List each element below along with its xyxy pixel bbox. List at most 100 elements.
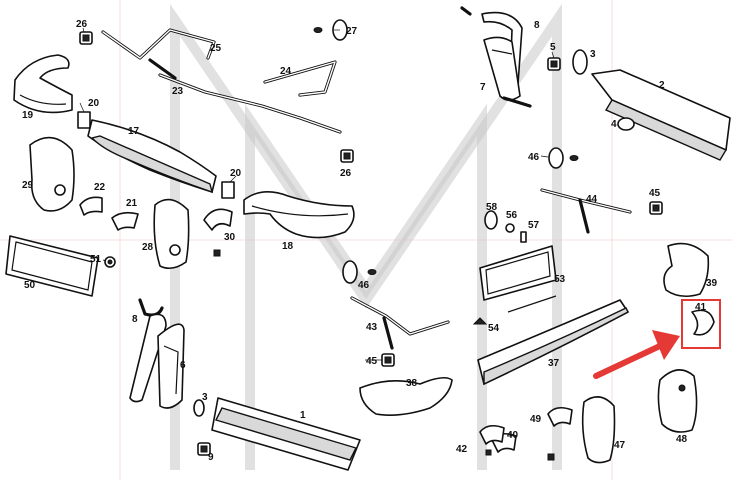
label-50: 50 [24,280,36,291]
part-37-bumper [477,299,629,386]
part-29-guard [29,136,75,212]
label-1: 1 [300,410,306,421]
label-48: 48 [676,434,688,445]
label-45b: 45 [649,188,661,199]
part-labels: 1 2 3 3 4 5 6 7 8 8 9 17 18 19 20 20 21 … [22,19,718,463]
part-23-bracket [148,58,342,134]
part-27-grommet [313,19,348,41]
part-24-bracket [263,60,337,97]
label-39: 39 [706,278,718,289]
part-54-rod [472,295,557,325]
label-49: 49 [530,414,542,425]
label-40: 40 [507,430,519,441]
part-9-clip [197,442,211,456]
part-7-bracket [483,36,532,108]
part-45-clip-b [649,201,663,215]
part-22-rubber [79,196,103,216]
label-56: 56 [506,210,518,221]
part-17-bumper [87,119,217,194]
label-51: 51 [90,254,102,265]
part-5-nut [547,57,561,71]
label-19: 19 [22,110,34,121]
part-21-rubber [111,211,139,231]
part-18-overrider [243,191,355,239]
highlight-annotation [593,299,721,379]
label-7: 7 [480,82,486,93]
part-58-grommet [484,210,498,230]
label-21: 21 [126,198,138,209]
part-25-strap [101,28,216,60]
label-45a: 45 [366,356,378,367]
label-28: 28 [142,242,154,253]
part-3-ring [572,49,588,75]
label-44: 44 [586,194,598,205]
label-27: 27 [346,26,358,37]
part-45-clip [381,353,395,367]
part-57-bolt [520,231,527,243]
part-41-clamp[interactable] [691,309,715,336]
part-2-bumper [591,69,731,161]
label-46a: 46 [358,280,370,291]
label-2: 2 [659,80,665,91]
label-30: 30 [224,232,236,243]
leader-lines [79,27,555,361]
label-6: 6 [180,360,186,371]
arrow-icon [593,330,680,379]
part-20-bracket [77,111,91,129]
part-38-overrider [359,376,453,416]
part-26-clip [79,31,93,45]
part-26-clip-b [340,149,354,163]
part-4-grommet [617,117,635,131]
label-9: 9 [208,452,214,463]
label-4: 4 [611,119,617,130]
part-28-guard [153,198,190,270]
part-51-washer [104,256,116,268]
label-57: 57 [528,220,540,231]
label-25: 25 [210,43,222,54]
part-46-grommet-b [548,147,579,169]
label-3b: 3 [590,49,596,60]
label-24: 24 [280,66,292,77]
part-46-grommet [342,260,377,284]
label-17: 17 [128,126,140,137]
part-56-washer [505,223,515,233]
label-3a: 3 [202,392,208,403]
label-26b: 26 [340,168,352,179]
part-6-bracket [157,323,185,409]
label-29: 29 [22,180,34,191]
label-43: 43 [366,322,378,333]
label-53: 53 [554,274,566,285]
label-5: 5 [550,42,556,53]
label-23: 23 [172,86,184,97]
part-53-plate [479,245,557,301]
part-42-clamp [479,424,505,456]
highlight-box [681,299,721,349]
part-30-clamp [203,208,233,257]
part-47-guard [581,396,616,464]
label-26a: 26 [76,19,88,30]
part-49-clamp [547,406,573,461]
part-8-rail [129,298,167,403]
label-22: 22 [94,182,106,193]
label-8a: 8 [132,314,138,325]
label-8b: 8 [534,20,540,31]
part-1-bumper-step [211,397,361,471]
label-54: 54 [488,323,500,334]
part-50-plate [5,235,99,297]
label-46b: 46 [528,152,540,163]
label-38: 38 [406,378,418,389]
part-43-bracket [350,296,450,350]
label-18: 18 [282,241,294,252]
part-44-bracket [540,188,632,234]
label-41: 41 [695,302,707,313]
label-20b: 20 [230,168,242,179]
part-3-small [193,399,205,417]
label-20a: 20 [88,98,100,109]
part-48-guard [657,369,698,433]
label-47: 47 [614,440,626,451]
part-39-overrider [663,242,710,298]
label-37: 37 [548,358,560,369]
part-19-overrider [13,54,73,114]
label-42: 42 [456,444,468,455]
